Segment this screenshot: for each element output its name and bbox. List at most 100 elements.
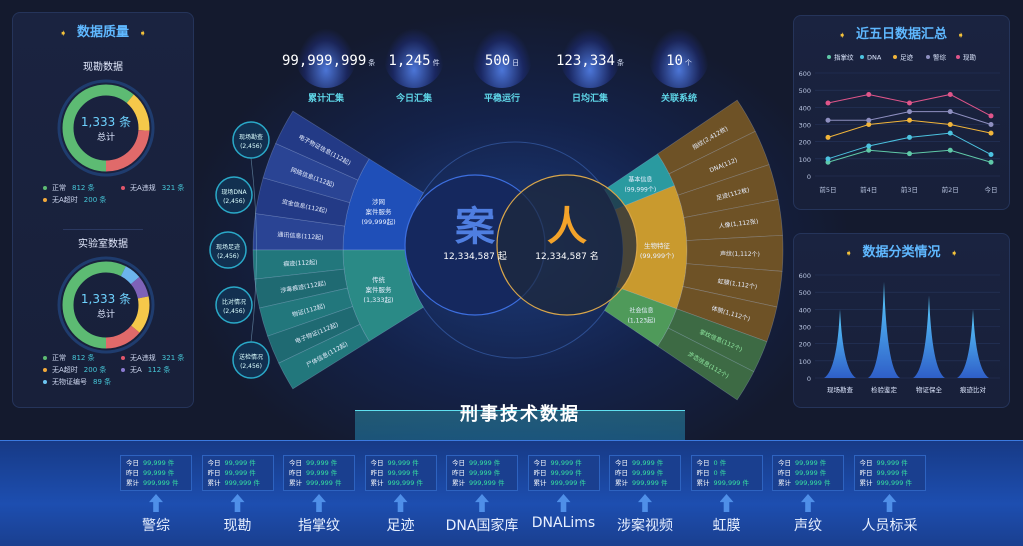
legend-value: 321 条 [161, 184, 185, 192]
donut-segment [62, 261, 150, 349]
yesterday-value: 99,999 件 [469, 469, 501, 477]
legend-value: 89 条 [93, 378, 112, 386]
today-value: 99,999 件 [632, 459, 664, 467]
total-label: 累计 [778, 479, 791, 487]
donut-ring [57, 256, 155, 354]
bubble-value: (2,456) [217, 253, 239, 260]
source-label[interactable]: DNALims [531, 515, 596, 531]
yesterday-value: 99,999 件 [550, 469, 582, 477]
stat-value: 123,334 [555, 53, 615, 69]
five-day-summary-panel: ➧近五日数据汇总➧ [793, 15, 1010, 210]
stat-unit: 条 [617, 59, 624, 67]
source-label[interactable]: 人员标采 [861, 518, 918, 534]
case-item-sector[interactable] [259, 287, 354, 337]
panel-title: 数据分类情况 [862, 245, 941, 260]
lab-total: 1,333 条 [80, 292, 132, 306]
connector-line [250, 157, 257, 343]
bubble-value: (2,456) [223, 198, 245, 205]
person-category-label: 基本信息(99,999个) [625, 175, 657, 193]
legend-dot [43, 186, 47, 190]
case-item-sector[interactable] [254, 268, 348, 309]
today-value: 99,999 件 [143, 459, 175, 467]
source-label[interactable]: 声纹 [794, 518, 822, 534]
yesterday-value: 99,999 件 [632, 469, 664, 477]
case-bubble[interactable] [232, 121, 270, 159]
stat-unit: 个 [684, 59, 692, 67]
legend-label: 无物证编号 [52, 378, 87, 386]
source-label[interactable]: 足迹 [386, 518, 415, 534]
today-value: 99,999 件 [306, 459, 338, 467]
total-value: 999,999 件 [795, 479, 831, 487]
case-item-sector[interactable] [275, 110, 370, 181]
source-label[interactable]: 涉案视频 [617, 518, 673, 534]
person-item-sector[interactable] [677, 164, 779, 219]
source-label[interactable]: 警综 [142, 518, 170, 534]
legend-label: 无A违规 [130, 354, 156, 362]
arrow-icon: ➧ [950, 249, 959, 259]
case-item-sector[interactable] [252, 249, 345, 280]
total-label: 累计 [126, 479, 139, 487]
total-value: 999,999 件 [306, 479, 342, 487]
person-item-sector[interactable] [676, 286, 778, 343]
person-circle[interactable] [496, 174, 638, 316]
legend-label: 无A超时 [52, 366, 78, 374]
today-value: 99,999 件 [469, 459, 501, 467]
case-bubble[interactable] [215, 176, 253, 214]
case-count: 12,334,587 起 [443, 252, 507, 262]
legend-label: 正常 [52, 354, 66, 362]
case-item-sector[interactable] [267, 306, 361, 364]
legend-dot [121, 368, 125, 372]
bubble-label: 比对情况 [222, 298, 246, 306]
bubble-value: (2,456) [223, 308, 245, 315]
stat-unit: 件 [432, 59, 440, 67]
case-bubble[interactable] [232, 341, 270, 379]
source-label[interactable]: 虹膜 [712, 518, 741, 534]
yesterday-label: 昨日 [207, 469, 221, 477]
person-item-sector[interactable] [668, 130, 770, 196]
yesterday-value: 99,999 件 [387, 469, 419, 477]
person-item-sector[interactable] [682, 263, 783, 308]
source-label[interactable]: 指掌纹 [298, 518, 340, 534]
stat-glow [649, 28, 709, 88]
case-bubble[interactable] [215, 286, 253, 324]
case-bubble[interactable] [209, 231, 247, 269]
stat-glow [472, 28, 532, 88]
source-label[interactable]: DNA国家库 [445, 518, 519, 534]
source-label[interactable]: 现勘 [223, 518, 252, 534]
stat-label: 日均汇集 [571, 94, 608, 104]
today-label: 今日 [207, 459, 221, 467]
legend-value: 812 条 [72, 184, 95, 192]
yesterday-value: 99,999 件 [876, 469, 908, 477]
person-item-sector[interactable] [657, 327, 755, 401]
case-char: 案 [455, 204, 495, 250]
person-item-sector[interactable] [657, 99, 756, 175]
legend-dot [43, 380, 47, 384]
today-label: 今日 [370, 459, 384, 467]
yesterday-label: 昨日 [126, 469, 139, 477]
yesterday-label: 昨日 [778, 469, 791, 477]
person-item-sector[interactable] [667, 308, 768, 373]
total-value: 999,999 件 [387, 479, 423, 487]
field-data-donut [57, 79, 155, 177]
bubble-label: 现场足迹 [216, 243, 240, 251]
panel-title: 近五日数据汇总 [855, 27, 947, 42]
today-value: 99,999 件 [550, 459, 582, 467]
total-value: 999,999 件 [469, 479, 505, 487]
case-item-sector[interactable] [278, 323, 370, 390]
